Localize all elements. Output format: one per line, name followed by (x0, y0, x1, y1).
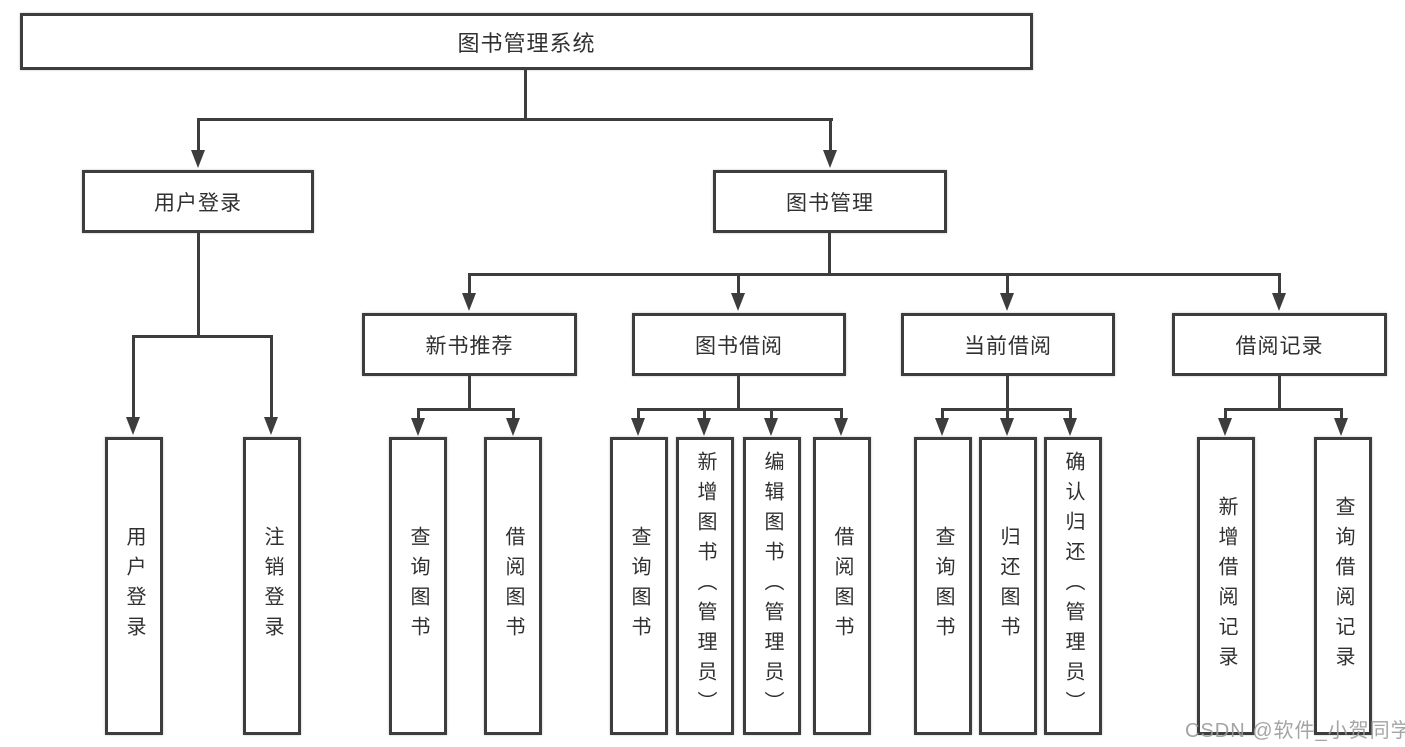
connector-g4-arm1 (1224, 408, 1227, 419)
leaf-query-borrow-record: 查询借阅记录 (1314, 437, 1372, 735)
connector-g4-stem (1278, 376, 1281, 408)
connector-g3-stem (1006, 376, 1009, 408)
connector-level2-split (197, 118, 833, 121)
connector-root-stem (524, 70, 527, 120)
node-new-book-recommendation: 新书推荐 (362, 313, 577, 376)
node-book-management-label: 图书管理 (786, 191, 874, 215)
connector-user-login-split (132, 335, 273, 338)
arrow-g4-leaf2-icon (1334, 418, 1348, 436)
leaf-query-books-1: 查询图书 (389, 437, 447, 735)
leaf-add-borrow-record-label: 新增借阅记录 (1215, 496, 1237, 676)
node-book-borrowing-label: 图书借阅 (695, 334, 783, 358)
arrow-to-current-icon (1000, 293, 1014, 311)
connector-user-login-drop (197, 118, 200, 152)
leaf-query-books-3-label: 查询图书 (932, 526, 954, 646)
leaf-query-borrow-record-label: 查询借阅记录 (1332, 496, 1354, 676)
watermark: CSDN @软件_小贺同学 (1185, 720, 1405, 742)
connector-g2-arm3 (770, 408, 773, 419)
connector-g2-stem (737, 376, 740, 408)
connector-current-drop (1006, 273, 1009, 295)
leaf-query-books-2-label: 查询图书 (628, 526, 650, 646)
connector-g2-arm4 (840, 408, 843, 419)
leaf-confirm-return-admin: 确认归还（管理员） (1044, 437, 1102, 735)
connector-book-mgmt-stem (828, 233, 831, 273)
leaf-return-books-label: 归还图书 (997, 526, 1019, 646)
connector-borrow-drop (737, 273, 740, 295)
leaf-user-login: 用户登录 (105, 437, 163, 735)
connector-leaf-login-arm (132, 335, 135, 417)
node-user-login-label: 用户登录 (154, 191, 242, 215)
connector-leaf-logout-arm (270, 335, 273, 417)
connector-g2-arm1 (637, 408, 640, 419)
leaf-add-book-admin-label: 新增图书（管理员） (694, 451, 716, 721)
connector-g2-arm2 (703, 408, 706, 419)
leaf-logout: 注销登录 (243, 437, 301, 735)
arrow-g3-leaf3-icon (1063, 418, 1077, 436)
node-current-borrowing: 当前借阅 (901, 313, 1115, 376)
leaf-borrow-books-1-label: 借阅图书 (502, 526, 524, 646)
node-book-borrowing: 图书借阅 (632, 313, 846, 376)
leaf-borrow-books-2: 借阅图书 (813, 437, 871, 735)
connector-level3-split (468, 273, 1281, 276)
connector-g1-stem (468, 376, 471, 408)
arrow-g1-leaf2-icon (506, 418, 520, 436)
leaf-add-book-admin: 新增图书（管理员） (676, 437, 734, 735)
connector-g1-arm1 (417, 408, 420, 419)
arrow-g2-leaf3-icon (764, 418, 778, 436)
node-library-system-label: 图书管理系统 (457, 30, 596, 56)
node-book-management: 图书管理 (713, 170, 947, 233)
arrow-to-records-icon (1272, 293, 1286, 311)
connector-g3-arm3 (1069, 408, 1072, 419)
leaf-query-books-2: 查询图书 (610, 437, 668, 735)
arrow-g4-leaf1-icon (1218, 418, 1232, 436)
connector-g3-arm2 (1006, 408, 1009, 419)
arrow-g2-leaf2-icon (697, 418, 711, 436)
connector-g1-arm2 (512, 408, 515, 419)
node-new-book-recommendation-label: 新书推荐 (425, 334, 514, 358)
leaf-return-books: 归还图书 (979, 437, 1037, 735)
arrow-to-book-mgmt-icon (823, 150, 837, 168)
arrow-g1-leaf1-icon (411, 418, 425, 436)
arrow-to-leaf-logout-icon (264, 417, 278, 435)
leaf-query-books-1-label: 查询图书 (407, 526, 429, 646)
arrow-to-leaf-login-icon (126, 417, 140, 435)
leaf-borrow-books-1: 借阅图书 (484, 437, 542, 735)
arrow-g3-leaf1-icon (935, 418, 949, 436)
leaf-confirm-return-admin-label: 确认归还（管理员） (1062, 451, 1084, 721)
arrow-g2-leaf4-icon (834, 418, 848, 436)
leaf-edit-book-admin-label: 编辑图书（管理员） (761, 451, 783, 721)
leaf-edit-book-admin: 编辑图书（管理员） (743, 437, 801, 735)
leaf-logout-label: 注销登录 (261, 526, 283, 646)
arrow-g2-leaf1-icon (631, 418, 645, 436)
connector-g3-arm1 (941, 408, 944, 419)
connector-g4-arm2 (1340, 408, 1343, 419)
leaf-user-login-label: 用户登录 (123, 526, 145, 646)
node-library-system: 图书管理系统 (20, 13, 1033, 70)
connector-records-drop (1278, 273, 1281, 295)
connector-g2-split (637, 408, 843, 411)
connector-book-mgmt-drop (829, 118, 832, 152)
node-borrowing-records: 借阅记录 (1172, 313, 1387, 376)
arrow-to-user-login-icon (191, 150, 205, 168)
leaf-add-borrow-record: 新增借阅记录 (1197, 437, 1255, 735)
connector-g1-split (417, 408, 515, 411)
connector-newbook-drop (468, 273, 471, 295)
node-user-login: 用户登录 (82, 170, 314, 233)
leaf-borrow-books-2-label: 借阅图书 (831, 526, 853, 646)
arrow-to-borrow-icon (731, 293, 745, 311)
node-current-borrowing-label: 当前借阅 (964, 334, 1052, 358)
leaf-query-books-3: 查询图书 (914, 437, 972, 735)
node-borrowing-records-label: 借阅记录 (1235, 334, 1324, 358)
arrow-to-newbook-icon (462, 293, 476, 311)
connector-g4-split (1224, 408, 1343, 411)
connector-user-login-stem (197, 233, 200, 335)
arrow-g3-leaf2-icon (1000, 418, 1014, 436)
